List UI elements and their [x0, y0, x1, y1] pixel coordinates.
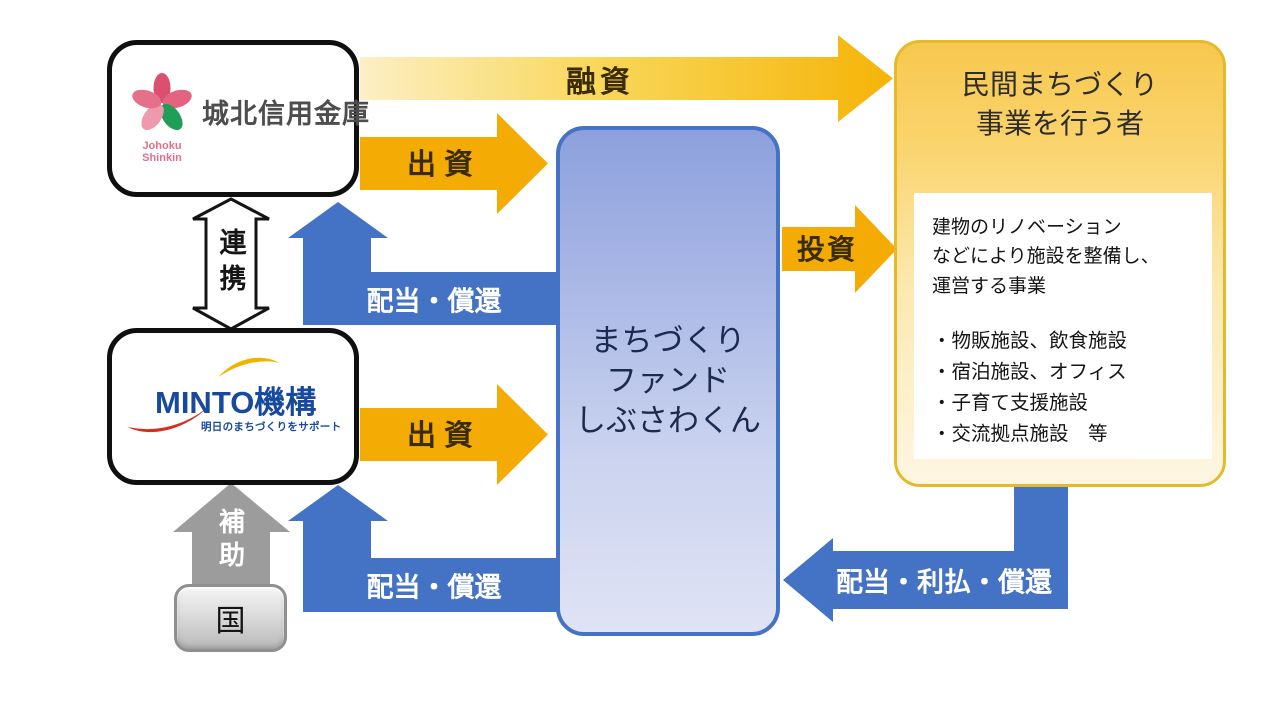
loan-arrow — [360, 35, 893, 122]
dividend-redemption-johoku-label: 配当・償還 — [366, 286, 502, 317]
operator-bullet: ・物販施設、飲食施設 — [932, 330, 1128, 353]
dividend-interest-redemption-arrow — [783, 487, 1068, 622]
operator-bullet: ・宿泊施設、オフィス — [932, 361, 1127, 384]
minto-wordmark: MINTO機構 — [155, 384, 317, 420]
minto-logo: MINTO機構 明日のまちづくりをサポート — [119, 357, 347, 455]
equity-arrow-minto — [360, 384, 548, 485]
operator-title-line2: 事業を行う者 — [975, 108, 1144, 140]
subsidy-arrow — [173, 483, 290, 602]
fund-label: まちづくり ファンド しぶさわくん — [575, 321, 761, 442]
operator-title-line1: 民間まちづくり — [961, 69, 1158, 100]
operator-description-line: 建物のリノベーション — [932, 217, 1122, 238]
equity-arrow-johoku — [360, 113, 548, 214]
dividend-interest-redemption-label: 配当・利払・償還 — [836, 567, 1052, 598]
operator-description-panel: 建物のリノベーション などにより施設を整備し、 運営する事業 ・物販施設、飲食施… — [914, 193, 1212, 459]
operator-title: 民間まちづくり 事業を行う者 — [897, 65, 1223, 143]
cherry-blossom-icon — [132, 73, 192, 131]
minto-yellow-swoosh-icon — [218, 357, 280, 377]
fund-label-line2: ファンド — [606, 362, 730, 398]
government-label: 国 — [215, 605, 246, 638]
johoku-logo: Johoku Shinkin — [126, 72, 198, 164]
equity-arrow-johoku-label: 出資 — [406, 149, 482, 181]
johoku-logo-caption-line2: Shinkin — [142, 151, 182, 164]
dividend-redemption-arrow-minto — [288, 485, 562, 612]
operator-bullet: ・子育て支援施設 — [932, 391, 1089, 414]
operator-description-gap — [932, 301, 1204, 326]
johoku-logo-caption-line1: Johoku — [142, 140, 182, 153]
fund-label-line3: しぶさわくん — [575, 403, 761, 439]
dividend-redemption-arrow-johoku — [288, 202, 562, 325]
fund-label-line1: まちづくり — [590, 322, 746, 358]
investment-arrow-label: 投資 — [796, 234, 858, 265]
johoku-shinkin-label: 城北信用金庫 — [202, 99, 370, 129]
operator-box: 民間まちづくり 事業を行う者 建物のリノベーション などにより施設を整備し、 運… — [894, 40, 1226, 487]
johoku-shinkin-box: Johoku Shinkin 城北信用金庫 — [107, 40, 369, 197]
cooperation-arrow-label: 連携 — [215, 228, 246, 300]
investment-arrow — [782, 205, 897, 293]
subsidy-arrow-label: 補助 — [215, 508, 246, 574]
loan-arrow-label: 融資 — [566, 66, 634, 99]
dividend-redemption-minto-label: 配当・償還 — [366, 572, 502, 603]
machizukuri-fund-box: まちづくり ファンド しぶさわくん — [556, 126, 780, 636]
minto-red-swoosh-icon — [127, 405, 209, 432]
government-box: 国 — [174, 584, 287, 652]
operator-description-line: などにより施設を整備し、 — [932, 246, 1160, 268]
operator-description-line: 運営する事業 — [932, 275, 1047, 297]
minto-box: MINTO機構 明日のまちづくりをサポート — [107, 328, 359, 485]
minto-tagline: 明日のまちづくりをサポート — [201, 420, 342, 433]
equity-arrow-minto-label: 出資 — [406, 420, 482, 452]
operator-bullet: ・交流拠点施設 等 — [932, 422, 1108, 445]
